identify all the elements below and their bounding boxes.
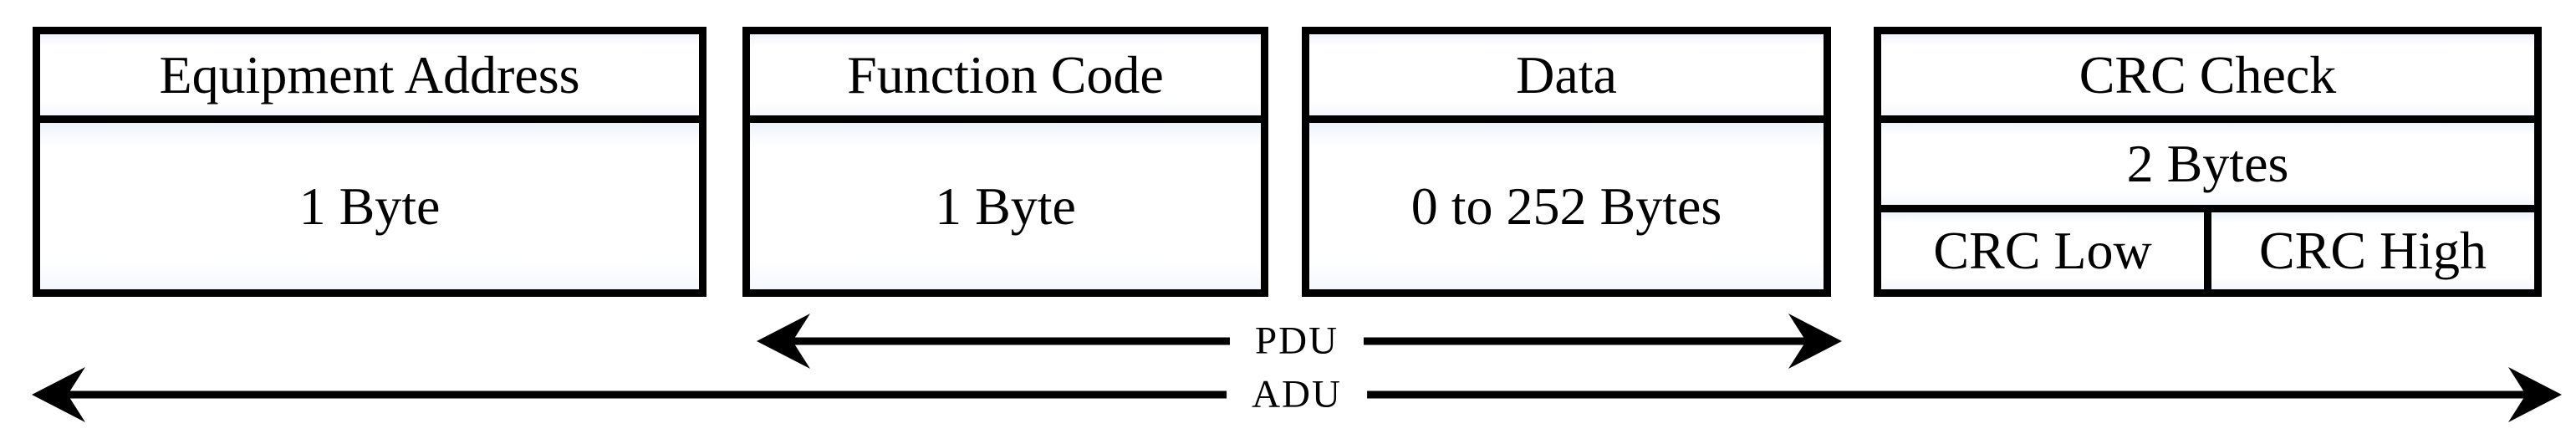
field-size-data: 0 to 252 Bytes	[1309, 123, 1824, 289]
pdu-arrowhead-right-icon	[1788, 314, 1842, 369]
field-box-function-code: Function Code 1 Byte	[742, 27, 1268, 297]
crc-subfields: CRC Low CRC High	[1881, 212, 2534, 289]
field-name-crc-check: CRC Check	[1881, 34, 2534, 123]
pdu-label: PDU	[1229, 321, 1365, 361]
field-size-equipment-address: 1 Byte	[40, 123, 699, 289]
field-size-function-code: 1 Byte	[750, 123, 1261, 289]
pdu-arrowhead-left-icon	[757, 314, 810, 369]
adu-arrowhead-right-icon	[2508, 367, 2562, 422]
field-name-function-code: Function Code	[750, 34, 1261, 123]
adu-arrowhead-left-icon	[32, 367, 85, 422]
crc-low-cell: CRC Low	[1881, 212, 2204, 289]
adu-label: ADU	[1227, 375, 1367, 415]
field-box-crc-check: CRC Check 2 Bytes CRC Low CRC High	[1874, 27, 2542, 297]
field-size-crc-check: 2 Bytes	[1881, 123, 2534, 212]
field-box-data: Data 0 to 252 Bytes	[1302, 27, 1831, 297]
crc-high-cell: CRC High	[2204, 212, 2534, 289]
field-name-equipment-address: Equipment Address	[40, 34, 699, 123]
field-name-data: Data	[1309, 34, 1824, 123]
field-box-equipment-address: Equipment Address 1 Byte	[33, 27, 706, 297]
